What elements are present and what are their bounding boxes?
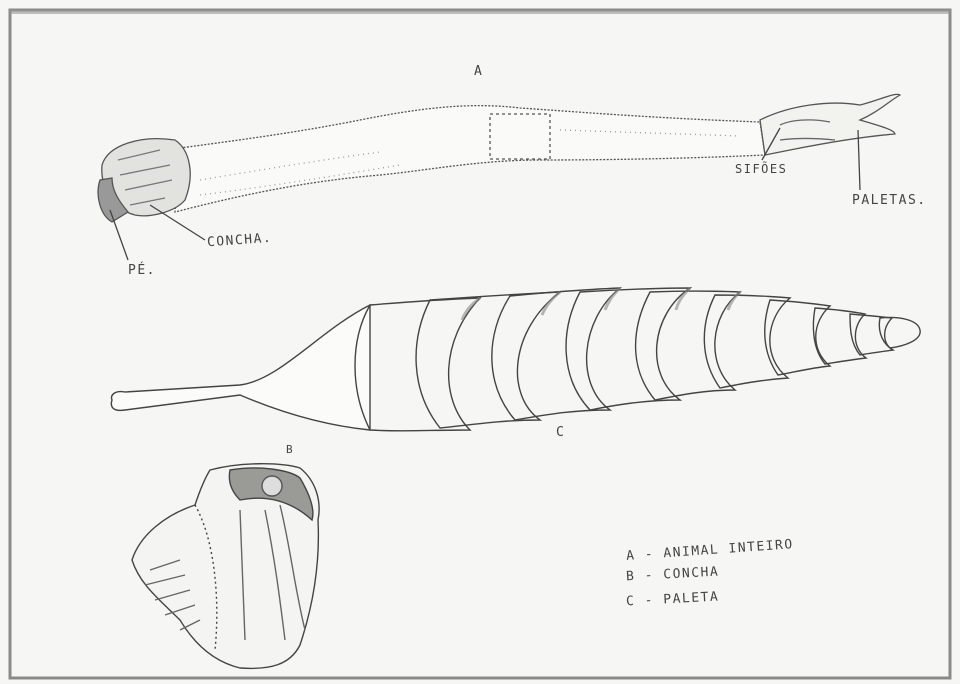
label-pe: PÉ. xyxy=(128,263,156,278)
pallet-segment xyxy=(566,288,690,410)
pallet-drawing xyxy=(111,288,920,431)
pallet-segment xyxy=(416,292,560,428)
pallet-stalk xyxy=(111,305,370,430)
shell-drawing xyxy=(132,464,319,669)
label-c: C xyxy=(556,425,565,440)
label-paletas: PALETAS. xyxy=(852,193,927,208)
label-b: B xyxy=(286,443,294,456)
pallet-segment xyxy=(492,288,620,420)
pallet-segment xyxy=(850,314,893,355)
pallet-segment xyxy=(636,291,740,400)
label-a: A xyxy=(474,64,483,79)
animal-body xyxy=(175,106,765,212)
pallet-tip xyxy=(879,318,920,349)
paletas-pointer xyxy=(858,130,860,190)
pallet-segment xyxy=(765,300,830,375)
label-sifoes: SIFÕES xyxy=(735,162,787,176)
